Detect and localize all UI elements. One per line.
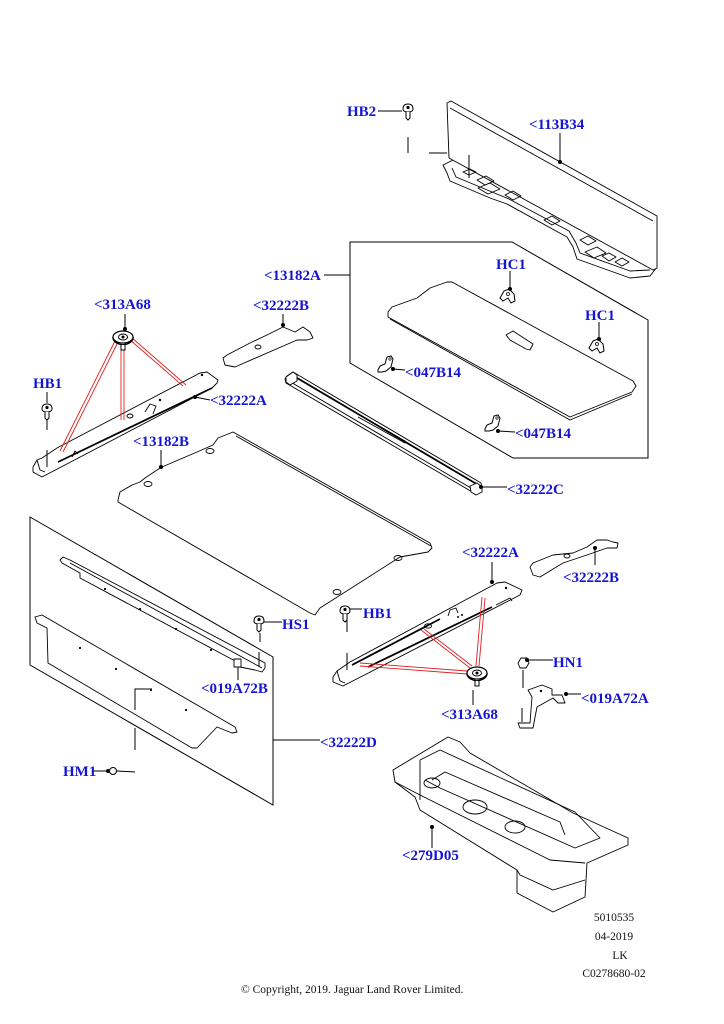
part-seat-back-panel <box>442 100 658 279</box>
part-trim-32222b-left <box>222 326 314 368</box>
fixing-guide-lines-right <box>359 596 486 675</box>
leader-dot <box>490 580 494 584</box>
leader-dot <box>159 465 163 469</box>
callout-047b14-lower[interactable]: <047B14 <box>515 426 572 442</box>
illustration-number: 5010535 <box>594 912 635 924</box>
callout-32222b-right[interactable]: <32222B <box>563 570 619 586</box>
bolt-hb2-icon <box>402 103 414 121</box>
part-trim-rail <box>59 556 266 673</box>
group-box-load-space-cover <box>349 241 649 459</box>
illustration-date: 04-2019 <box>595 931 634 943</box>
callout-32222d[interactable]: <32222D <box>320 735 377 751</box>
callout-13182b[interactable]: <13182B <box>133 434 189 450</box>
part-rail-32222a-left <box>32 371 219 478</box>
part-floor-panel <box>117 431 433 616</box>
author-code: LK <box>612 950 628 962</box>
callout-32222c[interactable]: <32222C <box>507 482 564 498</box>
bracket-047b14-icon <box>377 355 394 373</box>
leader-dot <box>496 429 500 433</box>
clip-hm1-icon <box>109 767 117 775</box>
bush-313a68-icon <box>466 666 488 687</box>
callout-hc1-top[interactable]: HC1 <box>496 257 526 273</box>
callout-hb1-left[interactable]: HB1 <box>33 376 62 392</box>
bush-313a68-icon <box>112 330 134 351</box>
fixing-guide-lines-left <box>59 336 187 453</box>
part-roller-blind <box>284 371 483 496</box>
leader-dot <box>193 395 197 399</box>
callout-313a68-left[interactable]: <313A68 <box>94 297 151 313</box>
leader-dot <box>123 327 127 331</box>
leader-dot <box>597 337 601 341</box>
leader-dot <box>558 160 562 164</box>
bracket-047b14-icon <box>484 414 501 432</box>
callout-019a72b[interactable]: <019A72B <box>201 681 268 697</box>
bolt-hb1-icon <box>41 403 53 421</box>
callout-hb2[interactable]: HB2 <box>347 104 376 120</box>
callout-313a68-right[interactable]: <313A68 <box>441 707 498 723</box>
callout-32222b-top[interactable]: <32222B <box>253 298 309 314</box>
copyright-notice: © Copyright, 2019. Jaguar Land Rover Lim… <box>241 984 464 996</box>
callout-047b14-left[interactable]: <047B14 <box>405 365 462 381</box>
bracket-019a72b-icon <box>233 658 242 668</box>
leader-dot <box>391 367 395 371</box>
callout-019a72a[interactable]: <019A72A <box>581 691 649 707</box>
leader-dot <box>430 825 434 829</box>
callout-hc1-right[interactable]: HC1 <box>585 308 615 324</box>
reference-number: C0278680-02 <box>582 968 646 980</box>
group-box-trim-assembly <box>29 516 274 806</box>
callout-hs1[interactable]: HS1 <box>282 617 310 633</box>
part-load-space-cover <box>387 281 637 421</box>
leader-dot <box>106 769 110 773</box>
callout-hb1-right[interactable]: HB1 <box>363 606 392 622</box>
callout-13182a[interactable]: <13182A <box>264 268 321 284</box>
callout-279d05[interactable]: <279D05 <box>402 848 459 864</box>
part-spare-wheel-tray <box>392 736 629 913</box>
leader-dot <box>525 658 529 662</box>
leader-dot <box>593 546 597 550</box>
clip-hc1-icon <box>499 288 516 304</box>
leader-dot <box>281 323 285 327</box>
leader-dot <box>508 287 512 291</box>
callout-hm1[interactable]: HM1 <box>63 764 96 780</box>
clip-hc1-icon <box>588 338 605 354</box>
callout-hn1[interactable]: HN1 <box>553 655 583 671</box>
part-rail-32222a-right <box>332 581 523 687</box>
part-bracket-019a72a <box>517 684 566 729</box>
fixing-axis-line <box>116 770 136 773</box>
bolt-hb1-icon <box>339 605 351 623</box>
fixing-axis-line <box>134 688 152 710</box>
callout-32222a-left[interactable]: <32222A <box>210 393 267 409</box>
leader-dot <box>479 485 483 489</box>
leader-dot <box>564 692 568 696</box>
callout-113b34[interactable]: <113B34 <box>529 117 585 133</box>
screw-hs1-icon <box>253 615 265 633</box>
callout-32222a-right[interactable]: <32222A <box>462 545 519 561</box>
leader-line <box>194 396 211 401</box>
part-trim-panel <box>34 614 238 749</box>
leader-line <box>392 368 406 371</box>
leader-line <box>497 430 516 433</box>
